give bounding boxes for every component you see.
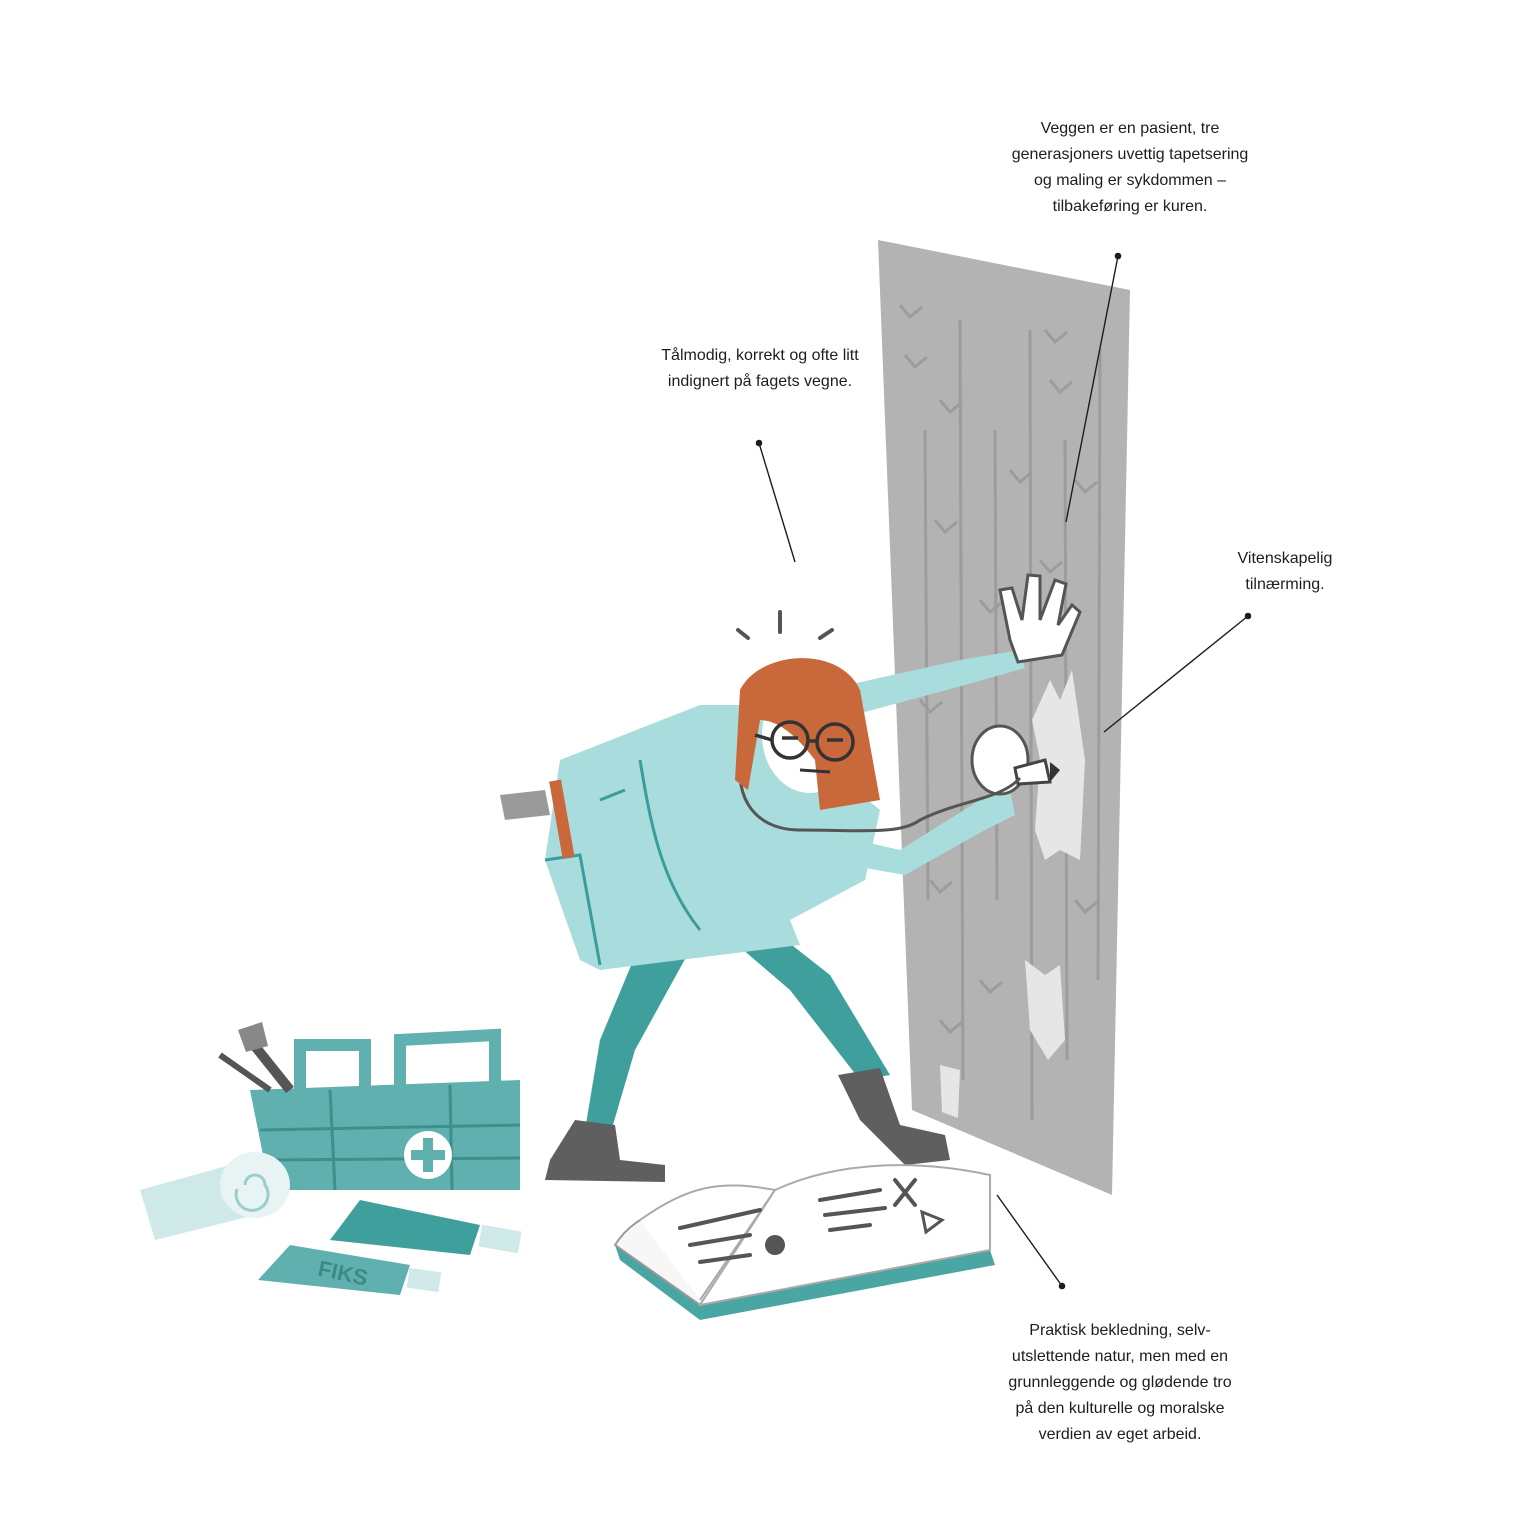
conservator-figure (500, 573, 1082, 1182)
open-book (613, 1164, 995, 1320)
peeled-patch (1032, 670, 1085, 860)
peeled-patch-lower (1025, 960, 1065, 1060)
right-boot (838, 1068, 950, 1165)
tube-upper (330, 1200, 480, 1255)
skull-icon (765, 1235, 785, 1255)
leader-lines (755, 252, 1252, 1290)
caption-personality: Tålmodig, korrekt og ofte litt indignert… (661, 347, 859, 390)
left-boot (545, 1120, 665, 1182)
stethoscope (738, 744, 1022, 833)
wall (878, 240, 1130, 1195)
caption-wall: Veggen er en pasient, tre generasjoners … (1011, 120, 1249, 215)
caption-attire: Praktisk bekledning, selv- utslettende n… (1008, 1322, 1232, 1443)
glasses (754, 720, 855, 762)
tube-fiks (258, 1245, 410, 1295)
scalpel-icon (218, 1052, 272, 1093)
caption-method: Vitenskapelig tilnærming. (1237, 550, 1333, 593)
first-aid-kit: FIKS (140, 1022, 522, 1295)
